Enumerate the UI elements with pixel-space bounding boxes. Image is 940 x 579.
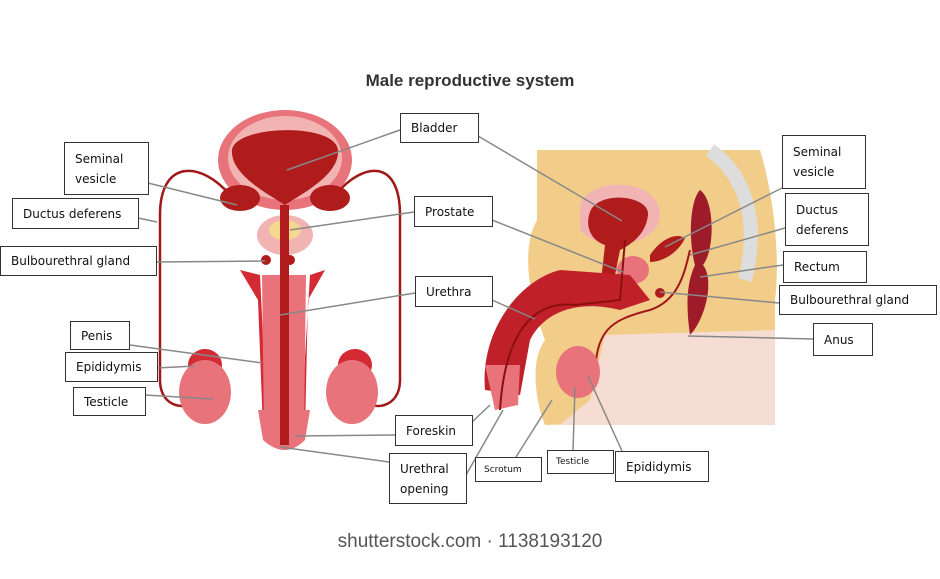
- bladder: [231, 130, 339, 205]
- urethra: [280, 205, 289, 445]
- testicle-left: [179, 360, 231, 424]
- front-view: [158, 110, 402, 450]
- label-urethra: Urethra: [415, 276, 493, 307]
- label-seminal-vesicle-front: Seminal vesicle: [64, 142, 149, 195]
- label-epididymis-front: Epididymis: [65, 352, 158, 382]
- label-bulbourethral-gland-side: Bulbourethral gland: [779, 285, 937, 315]
- testicle-side: [556, 346, 600, 398]
- testicle-right: [326, 360, 378, 424]
- label-urethral-opening: Urethral opening: [389, 453, 467, 504]
- diagram-title: Male reproductive system: [365, 71, 575, 90]
- spine: [705, 144, 758, 282]
- urethra-side: [499, 239, 626, 411]
- label-prostate: Prostate: [414, 196, 493, 227]
- seminal-vesicle-side: [650, 235, 685, 262]
- label-bulbourethral-gland-front: Bulbourethral gland: [0, 246, 157, 276]
- label-testicle-front: Testicle: [73, 387, 146, 416]
- label-testicle-side: Testicle: [547, 450, 614, 474]
- watermark: shutterstock.com · 1138193120: [337, 531, 603, 552]
- label-bladder: Bladder: [400, 113, 479, 143]
- ductus-side: [589, 249, 691, 391]
- seminal-vesicle-left: [220, 185, 260, 211]
- label-foreskin: Foreskin: [395, 415, 473, 446]
- skin-region: [560, 330, 775, 425]
- label-epididymis-side: Epididymis: [615, 451, 709, 482]
- label-rectum: Rectum: [783, 251, 867, 283]
- label-scrotum: Scrotum: [475, 457, 542, 482]
- label-ductus-deferens-side: Ductus deferens: [785, 193, 869, 246]
- ductus-right: [334, 169, 402, 408]
- bladder-side: [588, 197, 649, 290]
- bulbourethral-side: [655, 288, 665, 298]
- leader-lines: [129, 129, 814, 476]
- label-penis: Penis: [70, 321, 130, 350]
- label-ductus-deferens-front: Ductus deferens: [12, 198, 139, 229]
- label-seminal-vesicle-side: Seminal vesicle: [782, 135, 866, 189]
- side-view: [484, 144, 777, 425]
- bulbourethral-left: [261, 255, 271, 265]
- seminal-vesicle-right: [310, 185, 350, 211]
- label-anus: Anus: [813, 323, 873, 356]
